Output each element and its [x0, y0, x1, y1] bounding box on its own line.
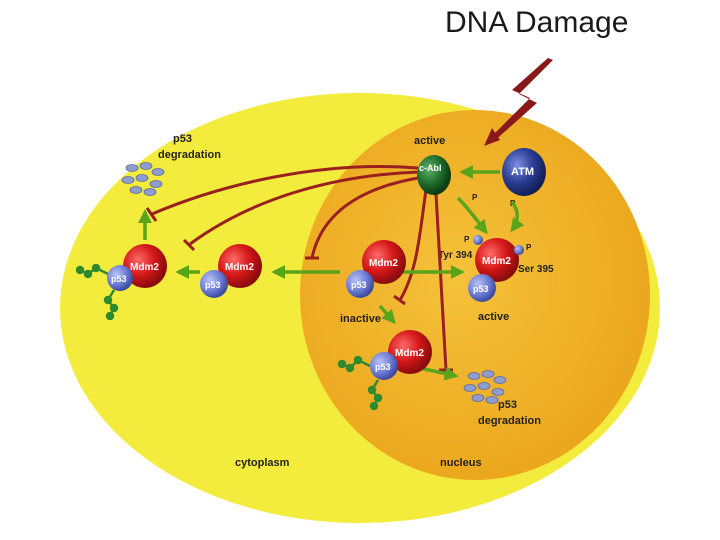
inhibit-to-degradation-top — [151, 164, 419, 216]
p53-cytoplasm-left — [107, 265, 133, 291]
phospho-p-label-1: P — [472, 193, 478, 202]
inhibit-to-degradation-bottom — [434, 193, 448, 371]
cytoplasm-label: cytoplasm — [235, 457, 290, 469]
arrow-atm-to-mdm2-active — [510, 200, 525, 233]
p53-degradation-top-line2: degradation — [158, 149, 221, 161]
mdm2-label-4: Mdm2 — [482, 256, 511, 267]
degradation-fragments-top — [121, 162, 165, 196]
p53-degradation-top-line1: p53 — [173, 133, 192, 145]
atm-label: ATM — [511, 166, 534, 178]
ser-label: Ser 395 — [518, 264, 554, 275]
ubiquitin-chains — [75, 263, 383, 411]
active-right-label: active — [478, 311, 509, 323]
mdm2-nucleus-ubiquitinated — [388, 330, 432, 374]
mdm2-label-5: Mdm2 — [395, 348, 424, 359]
p53-label-4: p53 — [473, 284, 489, 294]
phospho-site-tyr — [473, 235, 483, 245]
mdm2-nucleus-inactive — [362, 240, 406, 284]
active-top-label: active — [414, 135, 445, 147]
p53-label-3: p53 — [351, 280, 367, 290]
mdm2-cytoplasm-mid — [218, 244, 262, 288]
mdm2-label-2: Mdm2 — [225, 262, 254, 273]
p53-label-5: p53 — [375, 362, 391, 372]
dna-damage-title: DNA Damage — [445, 6, 628, 39]
cabl-label: c-Abl — [419, 163, 442, 173]
inhibit-to-mdm2-nucleus — [398, 189, 428, 301]
p53-nucleus-ubiquitinated — [370, 352, 398, 380]
inactive-label: inactive — [340, 313, 381, 325]
p53-label-2: p53 — [205, 280, 221, 290]
mdm2-nucleus-active — [475, 238, 519, 282]
p53-degradation-bottom-line2: degradation — [478, 415, 541, 427]
p53-cytoplasm-mid — [200, 270, 228, 298]
lightning-arrowhead — [484, 128, 500, 146]
inhibit-to-mdm2-cytoplasm — [189, 170, 421, 246]
nucleus-label: nucleus — [440, 457, 482, 469]
tyr-label: Tyr 394 — [438, 250, 473, 261]
mdm2-cytoplasm-left — [123, 244, 167, 288]
atm-molecule — [502, 148, 546, 196]
p53-degradation-bottom-line1: p53 — [498, 399, 517, 411]
cabl-molecule — [417, 155, 451, 195]
activation-arrows — [138, 165, 525, 381]
phospho-site-ser — [514, 245, 524, 255]
phospho-p-label-4: P — [526, 243, 532, 252]
p53-nucleus-inactive — [346, 270, 374, 298]
p53-nucleus-active — [468, 274, 496, 302]
phospho-p-label-3: P — [464, 235, 470, 244]
arrow-cabl-to-mdm2-active — [456, 196, 488, 235]
mdm2-label-1: Mdm2 — [130, 262, 159, 273]
arrow-nucleus-to-ubiquitinated — [378, 304, 396, 325]
arrow-to-degradation-bottom — [419, 366, 459, 381]
mdm2-label-3: Mdm2 — [369, 258, 398, 269]
p53-label-1: p53 — [111, 274, 127, 284]
inhibit-to-nuclear-export — [310, 176, 419, 259]
degradation-fragments-bottom — [463, 370, 507, 404]
inhibition-lines — [151, 164, 448, 371]
